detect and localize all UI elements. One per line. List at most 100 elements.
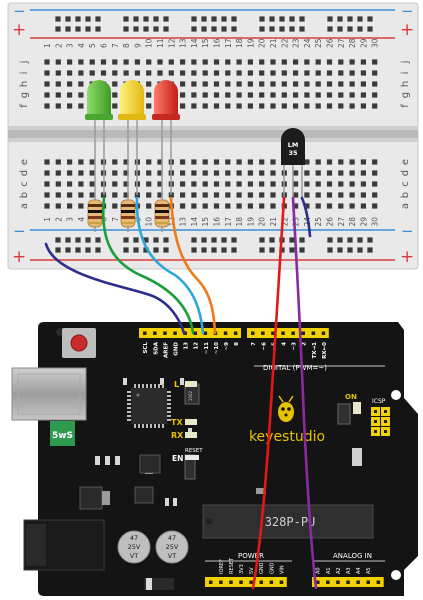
header-pin[interactable] (301, 331, 306, 336)
chip-label: 328P-PU (265, 515, 316, 529)
breadboard-hole (326, 181, 333, 187)
rail-hole (347, 16, 353, 22)
header-pin[interactable] (281, 331, 285, 336)
led-red (152, 80, 180, 120)
breadboard-hole (213, 70, 220, 76)
breadboard-hole (281, 81, 287, 87)
breadboard-hole (270, 81, 276, 87)
digital-pin-label: SDA (153, 341, 159, 355)
rail-plus-top-right: + (400, 20, 414, 40)
header-pin[interactable] (261, 331, 265, 336)
header-pin[interactable] (346, 580, 350, 585)
header-pin[interactable] (311, 331, 316, 336)
header-pin[interactable] (209, 580, 213, 585)
breadboard-hole (225, 59, 231, 65)
rail-hole (259, 237, 265, 243)
rail-hole (123, 247, 129, 253)
breadboard-hole (180, 70, 186, 76)
breadboard-hole (225, 181, 231, 187)
header-pin[interactable] (233, 331, 238, 336)
header-pin[interactable] (249, 580, 253, 585)
row-label: b (19, 192, 30, 198)
column-label: 4 (77, 43, 86, 48)
header-pin[interactable] (326, 580, 330, 585)
rail-hole (211, 26, 217, 32)
breadboard-hole (134, 59, 140, 65)
rail-hole (357, 26, 363, 32)
column-label: 11 (156, 38, 165, 48)
column-label: 1 (43, 43, 52, 48)
header-pin[interactable] (239, 580, 243, 585)
breadboard-hole (146, 59, 152, 65)
breadboard-hole (247, 70, 253, 76)
header-pin[interactable] (259, 580, 264, 585)
rail-hole (299, 26, 305, 32)
breadboard-hole (315, 192, 321, 198)
header-pin[interactable] (193, 331, 198, 336)
breadboard-hole (259, 103, 265, 109)
breadboard-hole (44, 170, 50, 176)
rail-holes (55, 16, 373, 253)
header-pin[interactable] (153, 331, 157, 336)
header-pin[interactable] (271, 331, 275, 336)
rail-hole (211, 237, 217, 243)
reset-button[interactable] (70, 334, 88, 352)
column-label: 23 (292, 217, 301, 227)
breadboard-hole (180, 203, 186, 209)
breadboard-hole (338, 203, 344, 209)
digital-pin-label: 7 (251, 342, 257, 346)
breadboard-hole (67, 170, 73, 176)
breadboard-hole (89, 170, 95, 176)
column-label: 19 (246, 217, 255, 227)
breadboard-hole (270, 70, 276, 76)
header-pin[interactable] (366, 580, 371, 585)
row-label: g (19, 92, 30, 98)
row-label: h (19, 81, 30, 87)
breadboard-hole (123, 159, 129, 165)
header-pin[interactable] (376, 580, 381, 585)
header-pin[interactable] (291, 331, 295, 336)
rail-hole (95, 247, 101, 253)
breadboard-hole (55, 181, 61, 187)
rail-hole (367, 16, 373, 22)
header-pin[interactable] (219, 580, 223, 585)
breadboard-hole (315, 103, 321, 109)
breadboard-hole (360, 159, 366, 165)
header-pin[interactable] (316, 580, 320, 585)
header-pin[interactable] (203, 331, 208, 336)
breadboard-hole (326, 70, 333, 76)
header-pin[interactable] (279, 580, 284, 585)
header-pin[interactable] (229, 580, 233, 585)
breadboard-hole (78, 181, 84, 187)
breadboard-hole (202, 181, 208, 187)
breadboard-hole (202, 92, 208, 98)
breadboard-hole (304, 70, 310, 76)
breadboard-hole (191, 159, 197, 165)
arduino-board: 5wS 47 25V VT 47 25V VT (11, 322, 418, 596)
breadboard-hole (293, 192, 299, 198)
column-label: 7 (111, 43, 120, 48)
header-pin[interactable] (336, 580, 340, 585)
breadboard-hole (259, 192, 265, 198)
rail-minus-bottom-right: − (401, 222, 414, 240)
header-pin[interactable] (173, 331, 177, 336)
header-pin[interactable] (251, 331, 255, 336)
rail-hole (95, 26, 101, 32)
column-label: 1 (43, 217, 52, 222)
rail-hole (259, 26, 265, 32)
header-pin[interactable] (321, 331, 326, 336)
header-pin[interactable] (223, 331, 228, 336)
header-pin[interactable] (356, 580, 360, 585)
breadboard-hole (293, 203, 299, 209)
header-pin[interactable] (269, 580, 274, 585)
usb-chip (131, 388, 167, 424)
column-label: 26 (326, 217, 335, 227)
column-label: 4 (77, 217, 86, 222)
header-pin[interactable] (143, 331, 147, 336)
svg-text:25V: 25V (128, 543, 141, 551)
header-pin[interactable] (163, 331, 167, 336)
breadboard-hole (304, 81, 310, 87)
breadboard-hole (213, 159, 220, 165)
breadboard-hole (326, 192, 333, 198)
breadboard-hole (236, 181, 242, 187)
